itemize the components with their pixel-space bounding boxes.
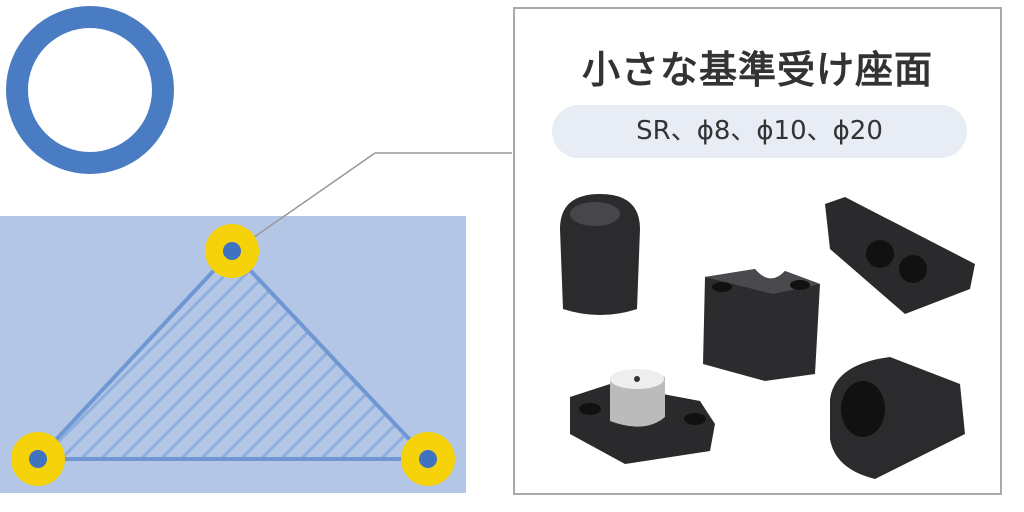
product-sr-dome [560, 194, 640, 315]
leader-line [249, 152, 512, 241]
product-images [560, 194, 975, 479]
contact-point-left [11, 432, 65, 486]
panel-title: 小さな基準受け座面 [581, 48, 933, 92]
product-angled-block [825, 197, 975, 314]
three-point-support-diagram [0, 6, 512, 493]
support-triangle [33, 248, 433, 461]
contact-point-right [401, 432, 455, 486]
product-phi8-block [703, 269, 820, 381]
size-badge: SR、ϕ8、ϕ10、ϕ20 [552, 105, 967, 158]
contact-point-top [205, 224, 259, 278]
product-phi10-flat [570, 369, 715, 464]
product-phi20-angled [830, 357, 965, 479]
product-panel: 小さな基準受け座面 SR、ϕ8、ϕ10、ϕ20 [513, 7, 1002, 495]
ring-symbol [6, 6, 174, 174]
